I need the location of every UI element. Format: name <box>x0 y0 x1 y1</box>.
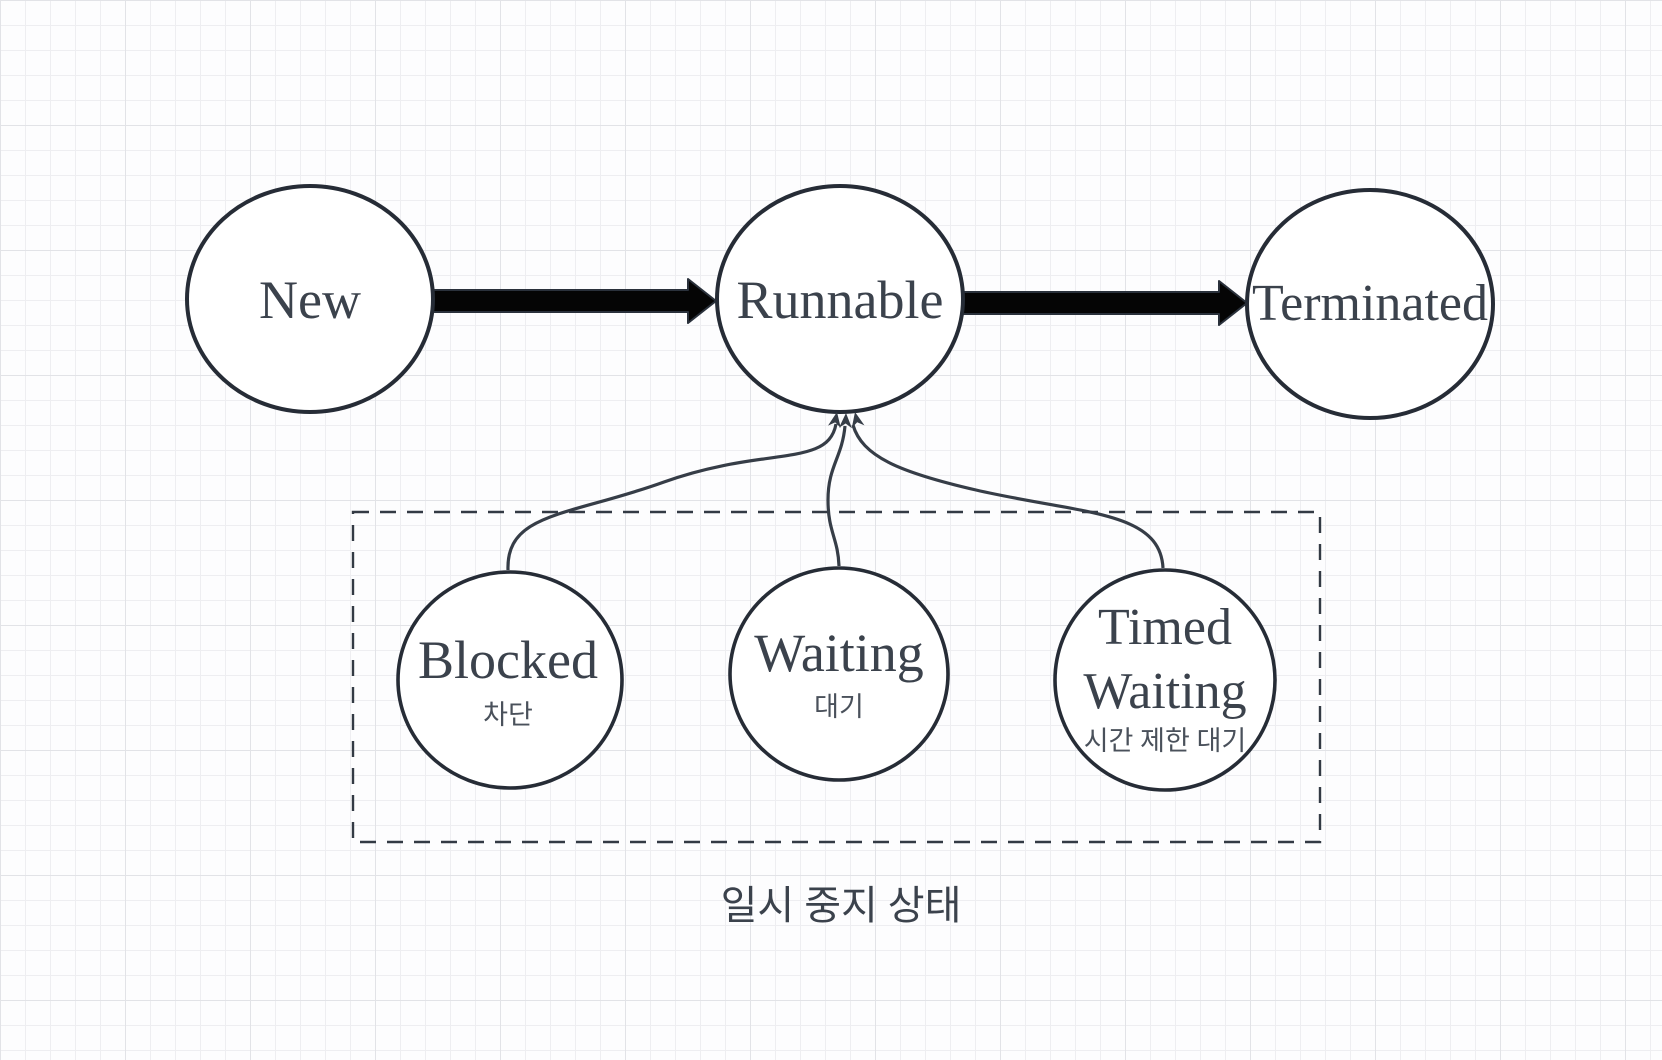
arrowhead-icon <box>838 413 852 429</box>
node-new: New <box>185 184 435 414</box>
node-waiting: Waiting 대기 <box>728 566 950 782</box>
edge-blocked-to-runnable <box>506 423 838 571</box>
node-terminated-circle <box>1245 188 1495 420</box>
node-runnable-circle <box>715 184 965 414</box>
node-timed-waiting-sublabel: 시간 제한 대기 <box>1084 726 1247 756</box>
node-waiting-sublabel: 대기 <box>814 692 864 722</box>
node-timed-waiting-circle <box>1053 568 1277 792</box>
edge-runnable-to-terminated <box>962 280 1248 326</box>
node-timed-waiting-label-line1: Timed <box>1098 599 1232 656</box>
edge-timed-waiting-to-runnable <box>851 424 1165 569</box>
edge-waiting-to-runnable <box>826 425 847 567</box>
arrowhead-icon <box>827 412 841 428</box>
node-runnable-label: Runnable <box>737 270 944 330</box>
node-timed-waiting-label-line2: Waiting <box>1083 663 1246 720</box>
node-timed-waiting: Timed Waiting 시간 제한 대기 <box>1053 568 1277 792</box>
node-new-label: New <box>259 270 361 330</box>
node-runnable: Runnable <box>715 184 965 414</box>
node-blocked-sublabel: 차단 <box>483 700 533 730</box>
node-terminated: Terminated <box>1245 188 1495 420</box>
node-blocked-label: Blocked <box>418 630 598 690</box>
node-terminated-label: Terminated <box>1252 275 1488 332</box>
suspended-states-caption: 일시 중지 상태 <box>721 883 962 928</box>
edge-new-to-runnable <box>432 278 717 324</box>
node-waiting-circle <box>728 566 950 782</box>
node-waiting-label: Waiting <box>754 623 924 683</box>
node-blocked: Blocked 차단 <box>396 570 624 790</box>
node-new-circle <box>185 184 435 414</box>
arrowhead-icon <box>851 412 865 429</box>
node-blocked-circle <box>396 570 624 790</box>
